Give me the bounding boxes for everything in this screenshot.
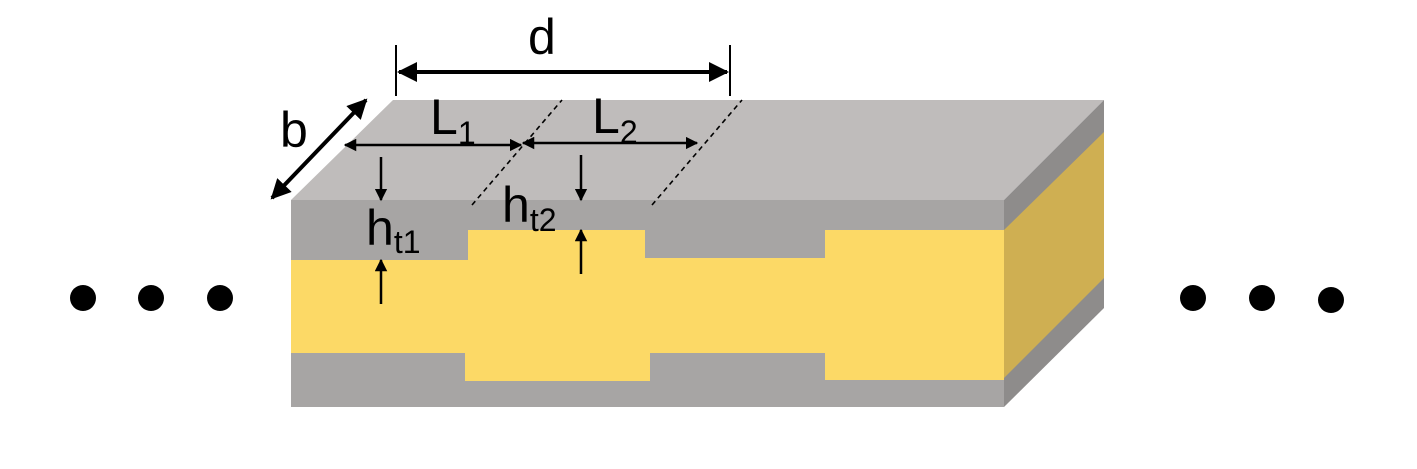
L2-label: L2 [592, 88, 638, 150]
L1-label: L1 [430, 89, 476, 151]
ht2-main: h [502, 177, 530, 233]
right-ellipsis-icon [1180, 285, 1344, 313]
gold-corrugated-core [291, 230, 1004, 381]
ht2-label: ht2 [502, 177, 557, 238]
b-label: b [280, 102, 308, 158]
L1-sub: 1 [458, 115, 476, 151]
d-label: d [528, 9, 556, 65]
L2-sub: 2 [620, 114, 638, 150]
ht1-label: ht1 [366, 200, 421, 260]
L1-main: L [430, 89, 458, 145]
left-ellipsis-icon [70, 285, 233, 311]
b-dimension-arrow [270, 98, 368, 200]
block-top-face [291, 100, 1104, 200]
block-side-gold [1004, 132, 1104, 378]
ht1-sub: t1 [394, 224, 421, 260]
ht1-main: h [366, 200, 394, 256]
ht2-sub: t2 [530, 202, 557, 238]
L2-main: L [592, 88, 620, 144]
